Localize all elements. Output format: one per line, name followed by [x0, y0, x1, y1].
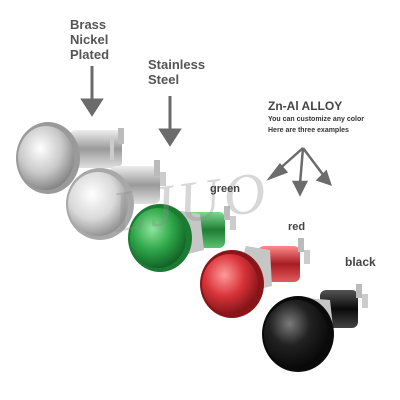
- button-green: [128, 204, 236, 272]
- label-green: green: [210, 183, 240, 195]
- label-zn-al-alloy: Zn-Al ALLOY: [268, 99, 343, 113]
- arrow-brass: [80, 66, 104, 117]
- label-red: red: [288, 221, 306, 233]
- label-black: black: [345, 255, 376, 269]
- button-red: [200, 238, 310, 318]
- label-line: Brass: [70, 17, 107, 32]
- button-black: [262, 284, 368, 372]
- button-brass-nickel: [16, 122, 124, 194]
- label-brass-nickel-plated: Brass Nickel Plated: [70, 17, 110, 63]
- label-line: Stainless: [148, 57, 206, 72]
- arrow-steel: [158, 96, 182, 147]
- arrow-fan: [266, 147, 332, 197]
- label-line: Nickel: [70, 31, 109, 47]
- label-customize-color: You can customize any color: [268, 116, 364, 123]
- button-stainless-steel: [66, 160, 166, 240]
- label-line: Plated: [70, 46, 110, 62]
- label-three-examples: Here are three examples: [268, 127, 349, 134]
- label-line: Steel: [148, 71, 180, 87]
- label-stainless-steel: Stainless Steel: [148, 57, 206, 88]
